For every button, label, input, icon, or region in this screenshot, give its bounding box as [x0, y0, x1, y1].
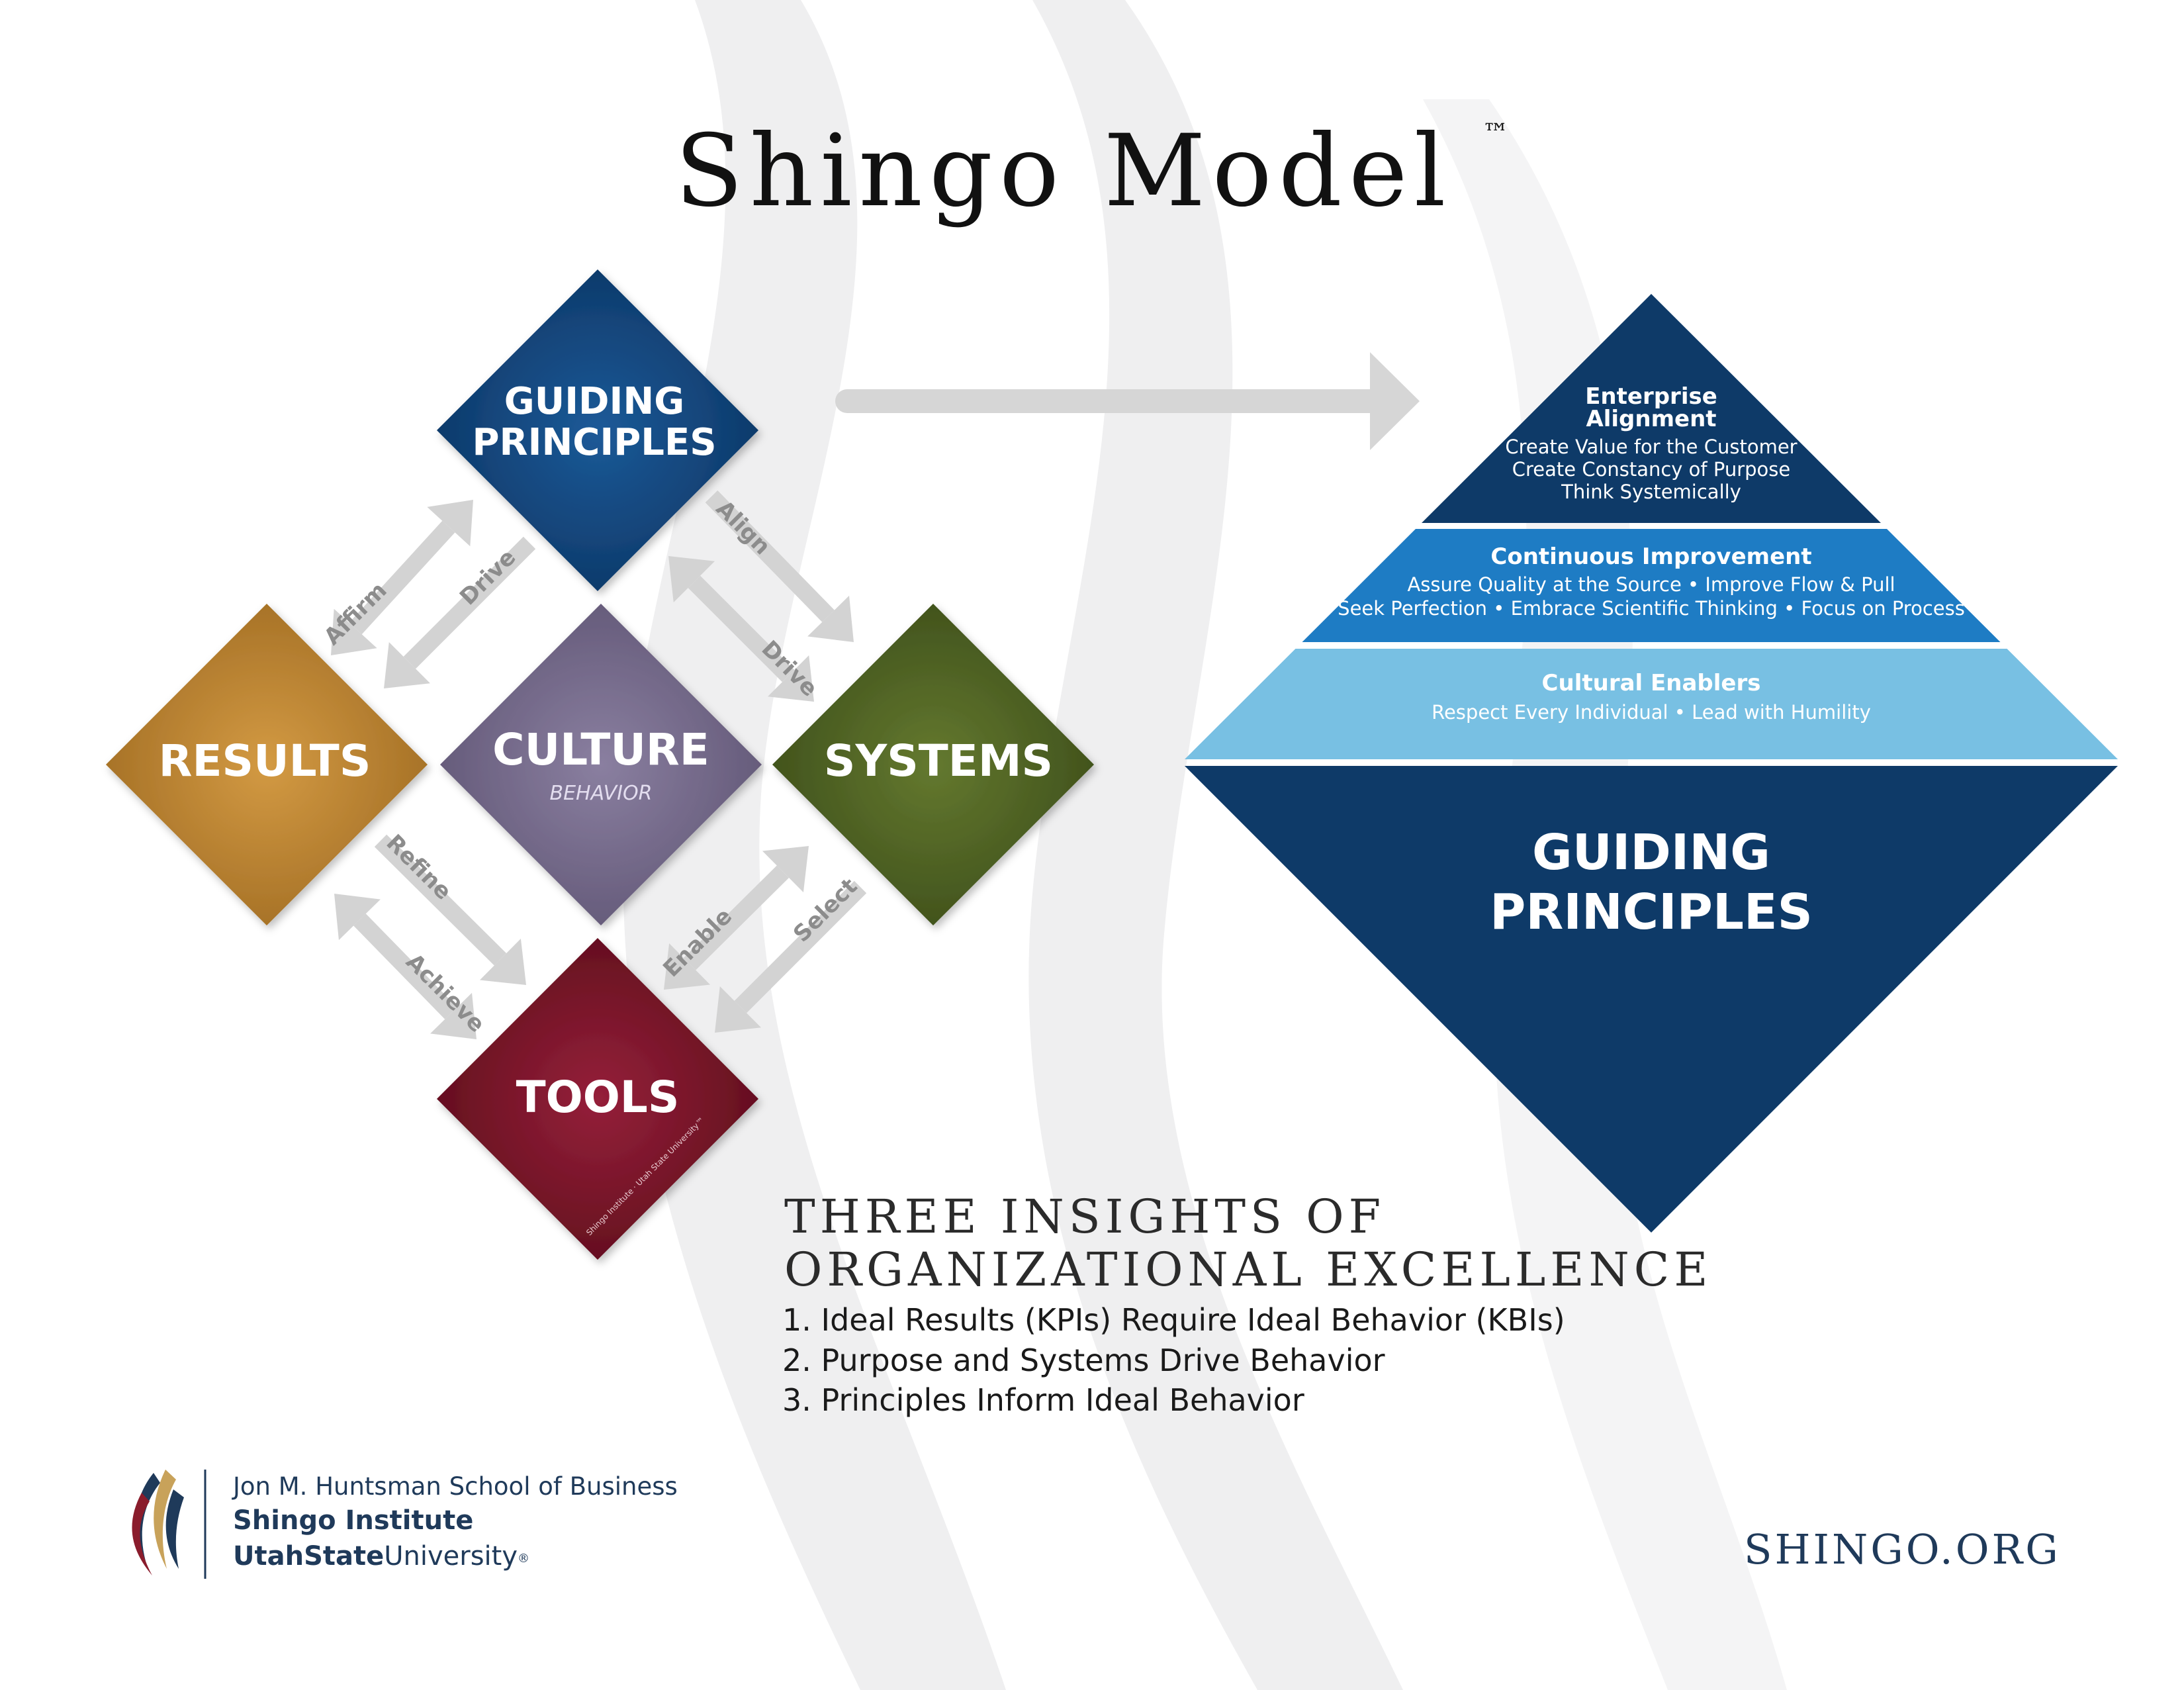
usu-flame-logo-icon	[132, 1470, 184, 1575]
three-insights: THREE INSIGHTS OF ORGANIZATIONAL EXCELLE…	[782, 1190, 1712, 1418]
guiding-principles-diamond	[437, 269, 758, 591]
school-name: Jon M. Huntsman School of Business	[232, 1472, 678, 1501]
insight-item-3: 3. Principles Inform Ideal Behavior	[782, 1382, 1304, 1418]
institute-name: Shingo Institute	[233, 1505, 473, 1536]
website-link[interactable]: SHINGO.ORG	[1744, 1525, 2061, 1573]
transition-arrow-shaft	[835, 389, 1385, 413]
refine-arrow	[374, 834, 526, 985]
insight-item-1: 1. Ideal Results (KPIs) Require Ideal Be…	[782, 1302, 1565, 1338]
page-title: Shingo Model	[675, 114, 1453, 229]
tools-label: TOOLS	[516, 1072, 680, 1123]
insights-heading-1: THREE INSIGHTS OF	[784, 1190, 1385, 1244]
align-arrow	[705, 490, 854, 642]
tier2-lines: Assure Quality at the Source • Improve F…	[1338, 573, 1965, 620]
insights-heading-2: ORGANIZATIONAL EXCELLENCE	[784, 1243, 1712, 1297]
trademark-symbol: ™	[1482, 118, 1509, 149]
tier-enterprise-alignment	[1422, 294, 1881, 523]
insight-item-2: 2. Purpose and Systems Drive Behavior	[782, 1342, 1385, 1378]
principles-pyramid	[1185, 294, 2118, 1233]
model-diamonds	[106, 269, 1094, 1260]
select-arrow	[715, 880, 867, 1033]
affirm-arrow	[331, 500, 473, 655]
tier3-title: Cultural Enablers	[1542, 670, 1761, 696]
transition-arrow	[835, 352, 1420, 450]
results-diamond	[106, 604, 428, 925]
culture-diamond	[440, 604, 762, 925]
enable-arrow	[664, 846, 809, 990]
tier3-lines: Respect Every Individual • Lead with Hum…	[1432, 701, 1871, 724]
drive-left-arrow	[384, 536, 536, 688]
systems-diamond	[772, 604, 1094, 925]
systems-label: SYSTEMS	[824, 735, 1053, 786]
university-name: UtahStateUniversity®	[233, 1541, 529, 1572]
tools-diamond	[437, 938, 758, 1260]
results-label: RESULTS	[159, 735, 371, 786]
tier-continuous-improvement	[1302, 529, 2001, 642]
achieve-arrow	[334, 894, 477, 1039]
tier-cultural-enablers	[1185, 649, 2118, 759]
culture-behavior-label: BEHAVIOR	[550, 782, 653, 805]
transition-arrow-head	[1370, 352, 1420, 450]
base-guiding-principles-triangle	[1185, 766, 2118, 1233]
label-refine: Refine	[381, 829, 457, 905]
drive-right-arrow	[668, 556, 814, 702]
tier2-title: Continuous Improvement	[1490, 543, 1811, 570]
culture-label: CULTURE	[492, 724, 709, 775]
connector-arrows	[331, 490, 867, 1039]
label-drive-left: Drive	[455, 544, 521, 610]
